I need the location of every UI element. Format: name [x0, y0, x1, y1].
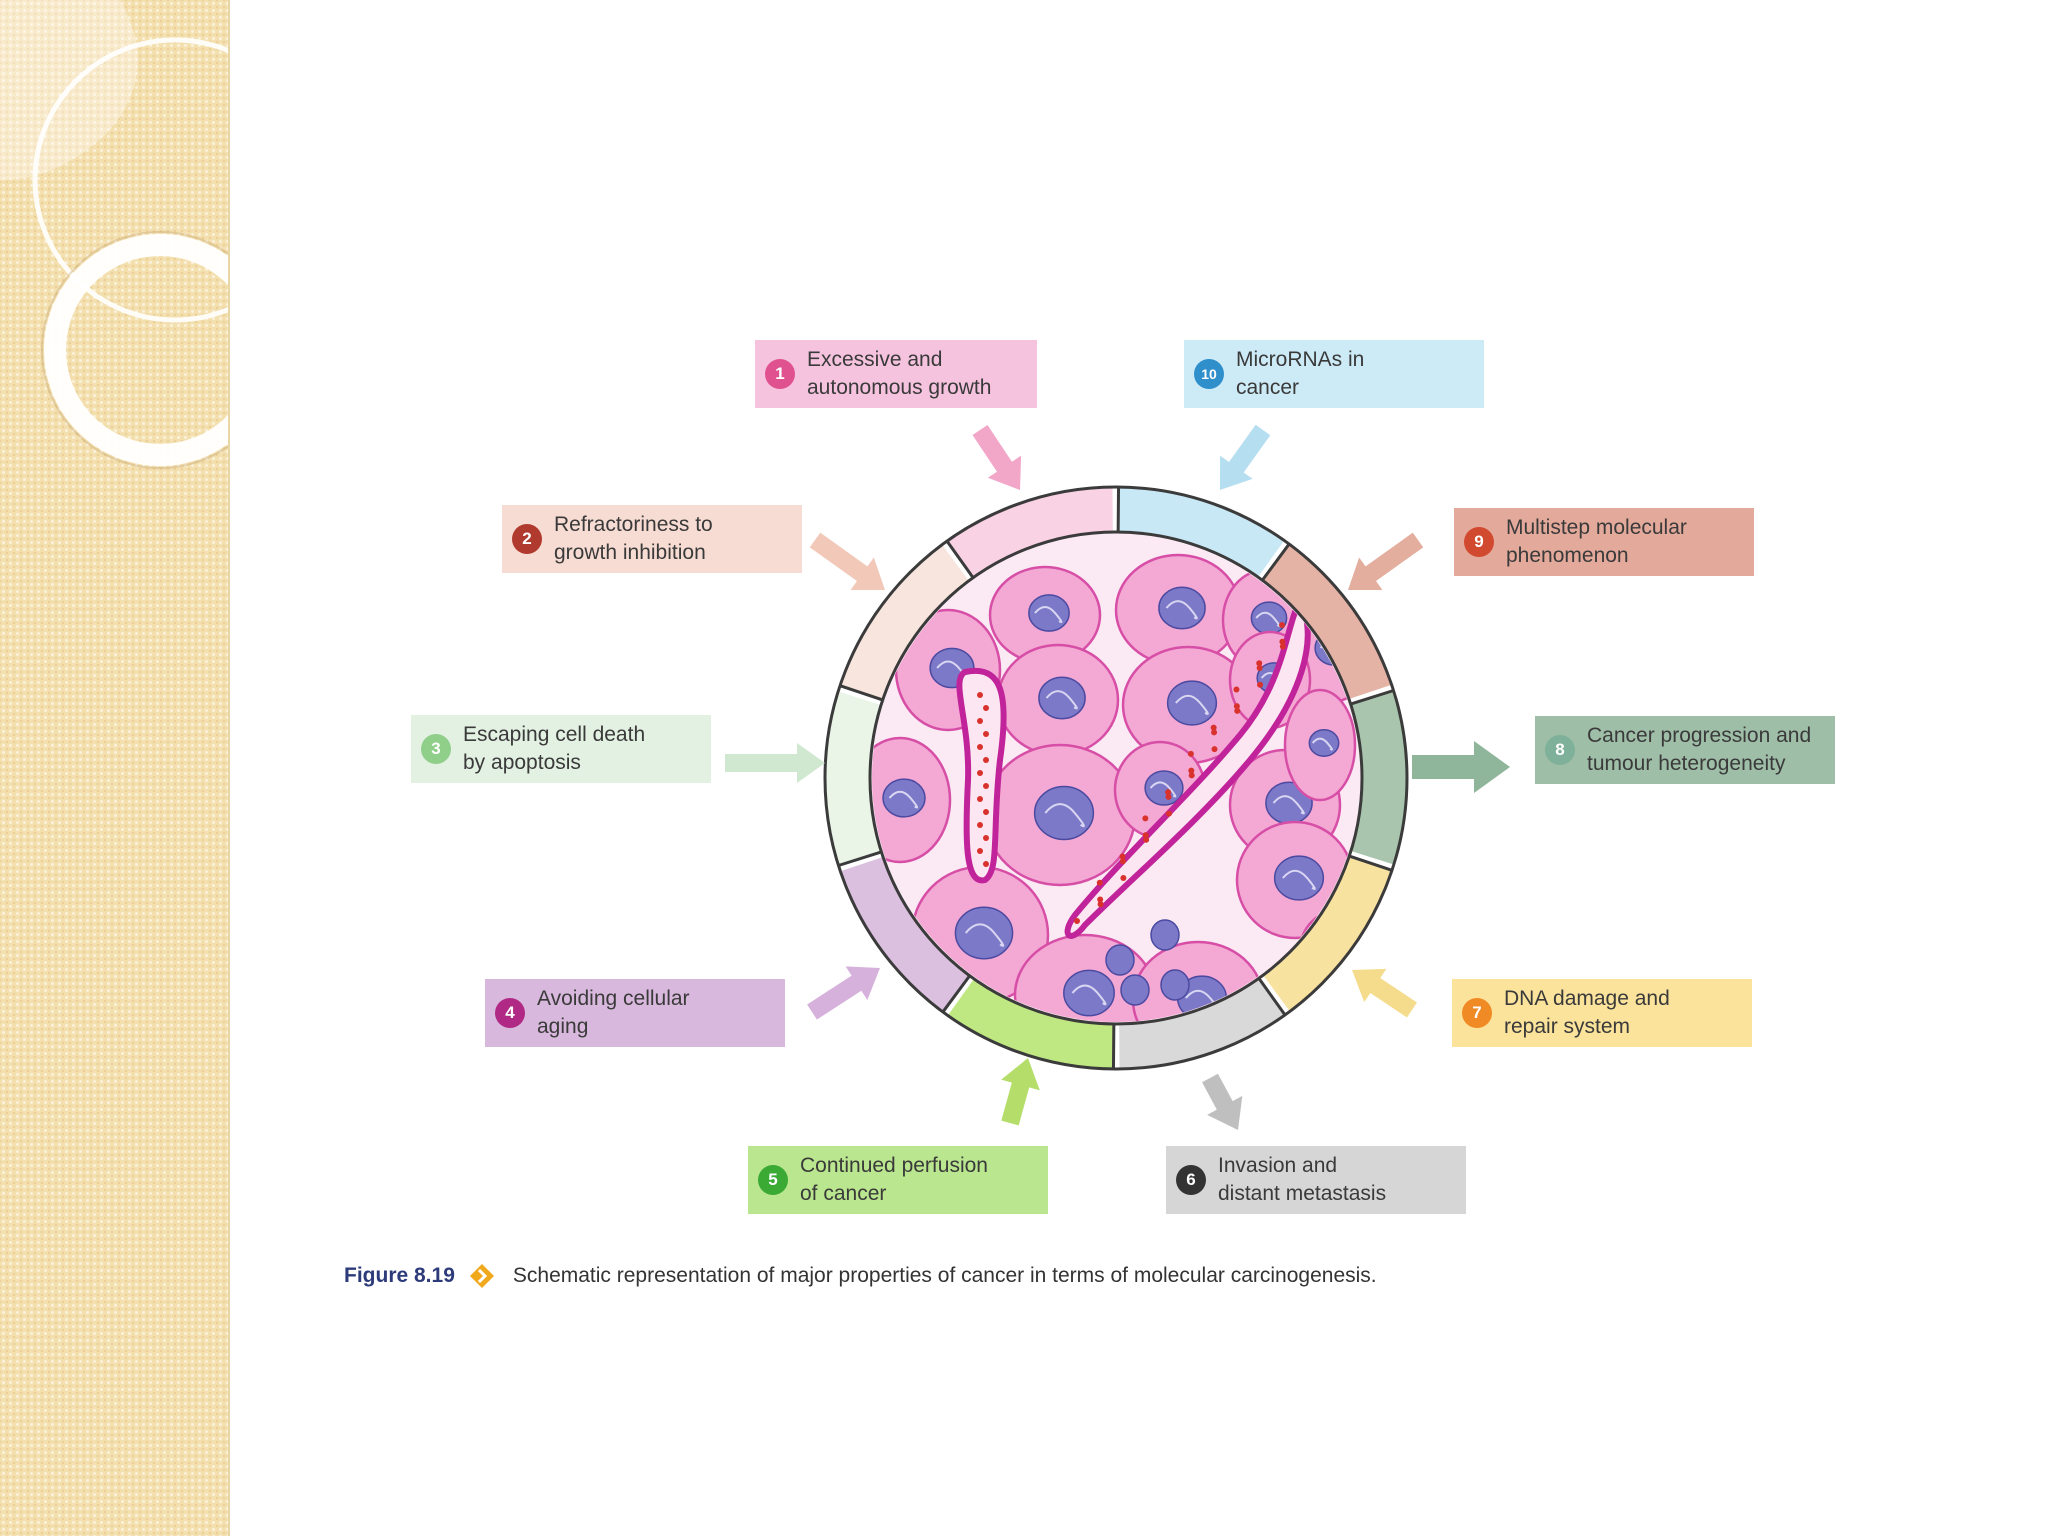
red-blood-cell — [977, 796, 983, 802]
red-blood-cell — [1280, 643, 1286, 649]
property-label: Invasion and distant metastasis — [1218, 1152, 1386, 1208]
cell-nucleus — [1064, 970, 1114, 1015]
red-blood-cell — [1142, 815, 1148, 821]
arrow-5 — [1001, 1058, 1040, 1125]
property-box-1: 1 Excessive and autonomous growth — [755, 340, 1037, 408]
property-label: DNA damage and repair system — [1504, 985, 1670, 1041]
red-blood-cell — [1279, 622, 1285, 628]
red-blood-cell — [983, 809, 989, 815]
cell-nucleus — [1039, 677, 1085, 719]
red-blood-cell — [1074, 918, 1080, 924]
red-blood-cell — [1188, 751, 1194, 757]
property-label: Continued perfusion of cancer — [800, 1152, 988, 1208]
red-blood-cell — [983, 835, 989, 841]
arrow-10 — [1220, 425, 1270, 490]
property-box-7: 7 DNA damage and repair system — [1452, 979, 1752, 1047]
property-box-6: 6 Invasion and distant metastasis — [1166, 1146, 1466, 1214]
red-blood-cell — [1233, 686, 1239, 692]
cell-nucleus — [1159, 587, 1205, 629]
red-blood-cell — [977, 770, 983, 776]
number-badge: 6 — [1176, 1165, 1206, 1195]
property-box-8: 8 Cancer progression and tumour heterogen… — [1535, 716, 1835, 784]
cell-nucleus — [955, 907, 1012, 958]
number-badge: 5 — [758, 1165, 788, 1195]
number-badge: 3 — [421, 734, 451, 764]
red-blood-cell — [1211, 729, 1217, 735]
chromatin — [973, 1044, 992, 1055]
number-badge: 7 — [1462, 998, 1492, 1028]
red-blood-cell — [1097, 880, 1103, 886]
red-blood-cell — [1166, 794, 1172, 800]
red-blood-cell — [1098, 901, 1104, 907]
red-blood-cell — [977, 744, 983, 750]
property-label: Multistep molecular phenomenon — [1506, 514, 1687, 570]
arrow-2 — [810, 533, 885, 590]
arrow-7 — [1352, 969, 1417, 1018]
figure-number: Figure 8.19 — [344, 1264, 455, 1288]
red-blood-cell — [1257, 682, 1263, 688]
cell-nucleus — [1035, 787, 1094, 840]
arrow-8 — [1412, 741, 1510, 793]
cell-nucleus — [1106, 945, 1134, 975]
red-blood-cell — [983, 757, 989, 763]
red-blood-cell — [1234, 708, 1240, 714]
arrow-9 — [1348, 533, 1423, 590]
property-box-10: 10 MicroRNAs in cancer — [1184, 340, 1484, 408]
property-label: Excessive and autonomous growth — [807, 346, 991, 402]
number-badge: 2 — [512, 524, 542, 554]
arrow-6 — [1202, 1074, 1242, 1130]
red-blood-cell — [1120, 875, 1126, 881]
property-label: Avoiding cellular aging — [537, 985, 690, 1041]
red-blood-cell — [977, 848, 983, 854]
property-label: Cancer progression and tumour heterogene… — [1587, 722, 1811, 778]
property-box-4: 4 Avoiding cellular aging — [485, 979, 785, 1047]
red-blood-cell — [983, 861, 989, 867]
cell-nucleus — [1151, 920, 1179, 950]
number-badge: 8 — [1545, 735, 1575, 765]
cell-nucleus — [1275, 856, 1324, 900]
arrow-1 — [973, 425, 1022, 490]
red-blood-cell — [983, 705, 989, 711]
red-blood-cell — [977, 822, 983, 828]
number-badge: 4 — [495, 998, 525, 1028]
red-blood-cell — [1211, 746, 1217, 752]
property-box-2: 2 Refractoriness to growth inhibition — [502, 505, 802, 573]
property-box-3: 3 Escaping cell death by apoptosis — [411, 715, 711, 783]
red-blood-cell — [977, 718, 983, 724]
number-badge: 1 — [765, 359, 795, 389]
figure-caption: Figure 8.19 Schematic representation of … — [344, 1263, 1377, 1289]
figure-caption-text: Schematic representation of major proper… — [513, 1264, 1377, 1288]
arrow-4 — [807, 966, 880, 1019]
number-badge: 10 — [1194, 359, 1224, 389]
cell-nucleus — [1168, 681, 1217, 725]
arrow-3 — [725, 743, 825, 783]
property-label: Escaping cell death by apoptosis — [463, 721, 645, 777]
diamond-icon — [469, 1263, 495, 1289]
red-blood-cell — [1189, 772, 1195, 778]
red-blood-cell — [983, 783, 989, 789]
red-blood-cell — [1166, 811, 1172, 817]
red-blood-cell — [1120, 858, 1126, 864]
red-blood-cell — [983, 731, 989, 737]
number-badge: 9 — [1464, 527, 1494, 557]
cell-nucleus — [1161, 970, 1189, 1000]
property-label: MicroRNAs in cancer — [1236, 346, 1364, 402]
red-blood-cell — [977, 692, 983, 698]
cell-nucleus — [883, 779, 925, 817]
property-box-9: 9 Multistep molecular phenomenon — [1454, 508, 1754, 576]
cell-nucleus — [1121, 975, 1149, 1005]
red-blood-cell — [1257, 665, 1263, 671]
cell-nucleus — [1029, 595, 1069, 631]
property-label: Refractoriness to growth inhibition — [554, 511, 713, 567]
red-blood-cell — [1143, 837, 1149, 843]
property-box-5: 5 Continued perfusion of cancer — [748, 1146, 1048, 1214]
